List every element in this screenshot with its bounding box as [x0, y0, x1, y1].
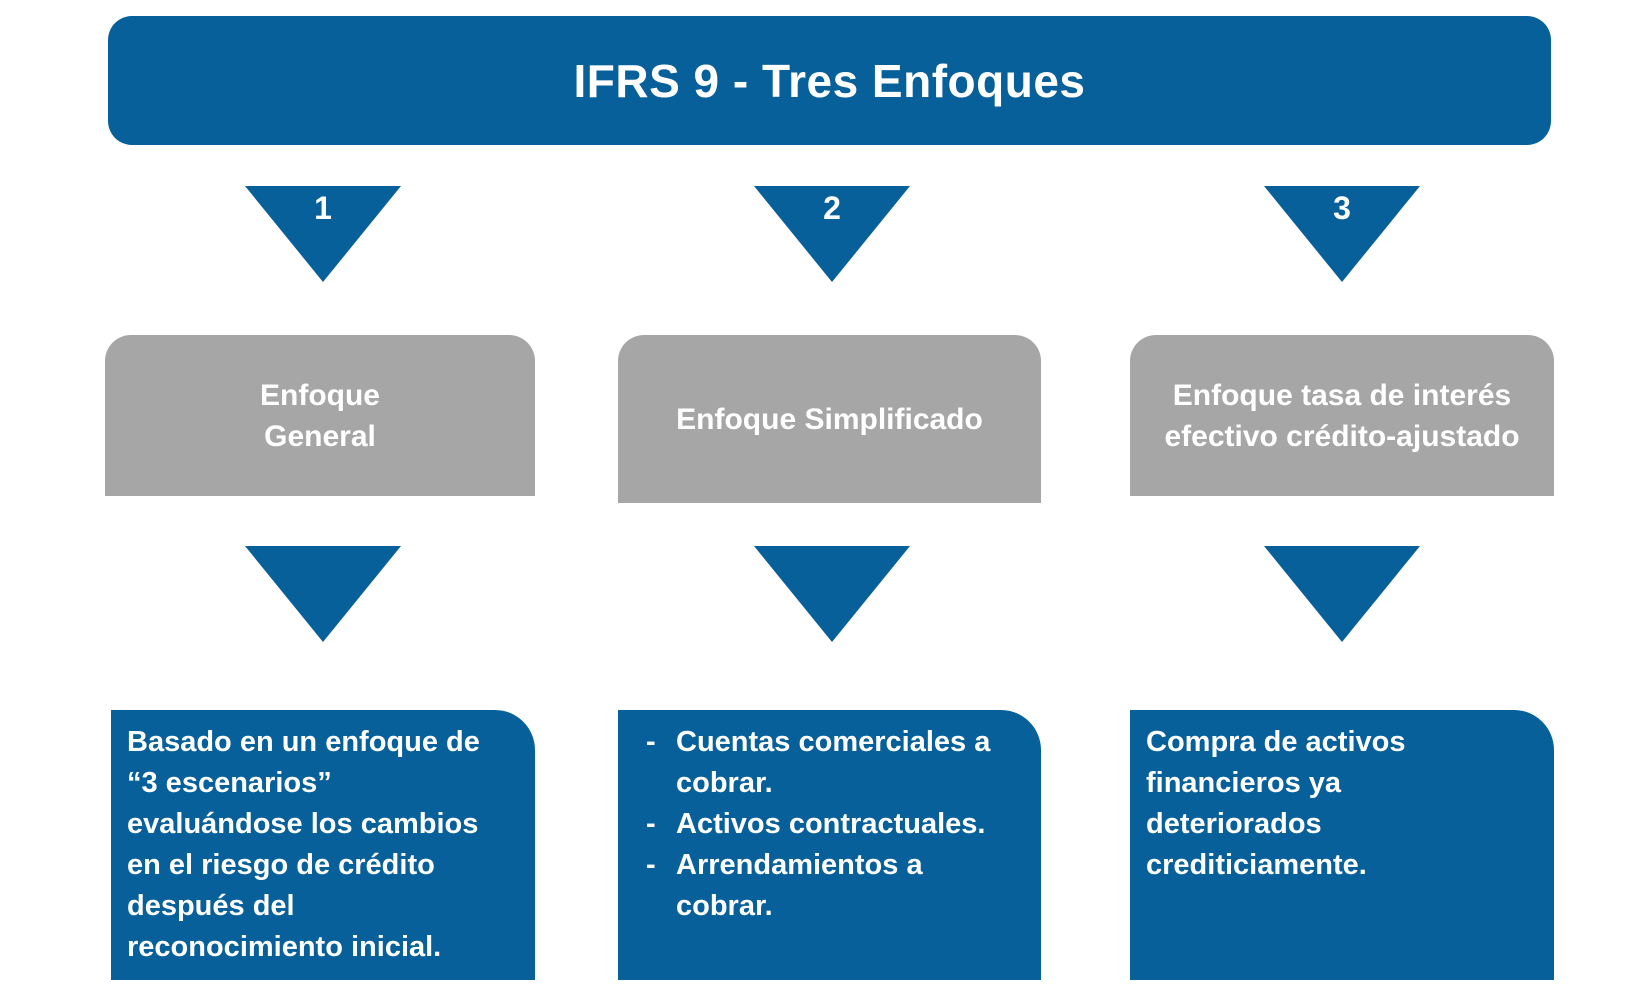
triangle-arrow-lower-1	[245, 546, 401, 642]
approach-description-3: Compra de activos financieros ya deterio…	[1130, 710, 1554, 980]
heading-line: Enfoque	[260, 378, 380, 412]
triangle-arrow-1	[245, 186, 401, 282]
approach-heading-1: Enfoque General	[105, 335, 535, 496]
approach-number-3: 3	[1333, 190, 1351, 226]
title-bar: IFRS 9 - Tres Enfoques	[108, 16, 1551, 145]
approach-description-2: - Cuentas comerciales a cobrar. - Activo…	[618, 710, 1041, 980]
bullet-dash: -	[646, 849, 656, 881]
bullet-line: cobrar.	[676, 890, 773, 922]
description-line: deteriorados	[1146, 808, 1322, 840]
heading-line: General	[264, 419, 376, 453]
description-line: en el riesgo de crédito	[127, 849, 435, 881]
description-line: Compra de activos	[1146, 726, 1406, 758]
approach-number-1: 1	[314, 190, 332, 226]
approach-heading-2: Enfoque Simplificado	[618, 335, 1041, 503]
triangle-arrow-2	[754, 186, 910, 282]
triangle-arrow-3	[1264, 186, 1420, 282]
bullet-dash: -	[646, 726, 656, 758]
diagram-title: IFRS 9 - Tres Enfoques	[573, 54, 1086, 107]
bullet-line: Cuentas comerciales a	[676, 726, 991, 758]
list-item: - Activos contractuales.	[634, 804, 1023, 845]
description-line: “3 escenarios”	[127, 767, 332, 799]
approach-heading-3: Enfoque tasa de interés efectivo crédito…	[1130, 335, 1554, 496]
list-item: - Arrendamientos a cobrar.	[634, 845, 1023, 927]
heading-line: efectivo crédito-ajustado	[1164, 419, 1520, 453]
bullet-list: - Cuentas comerciales a cobrar. - Activo…	[634, 722, 1023, 927]
heading-line: Enfoque Simplificado	[676, 402, 983, 436]
description-line: después del	[127, 890, 295, 922]
triangle-arrow-lower-2	[754, 546, 910, 642]
description-line: Basado en un enfoque de	[127, 726, 480, 758]
approach-number-2: 2	[823, 190, 841, 226]
description-line: crediticiamente.	[1146, 849, 1367, 881]
bullet-line: cobrar.	[676, 767, 773, 799]
description-line: reconocimiento inicial.	[127, 931, 442, 963]
heading-line: Enfoque tasa de interés	[1172, 378, 1512, 412]
bullet-line: Arrendamientos a	[676, 849, 923, 881]
description-line: financieros ya	[1146, 767, 1342, 799]
triangle-arrow-lower-3	[1264, 546, 1420, 642]
bullet-dash: -	[646, 808, 656, 840]
description-line: evaluándose los cambios	[127, 808, 479, 840]
bullet-line: Activos contractuales.	[676, 808, 986, 840]
list-item: - Cuentas comerciales a cobrar.	[634, 722, 1023, 804]
approach-description-1: Basado en un enfoque de “3 escenarios” e…	[111, 710, 535, 980]
